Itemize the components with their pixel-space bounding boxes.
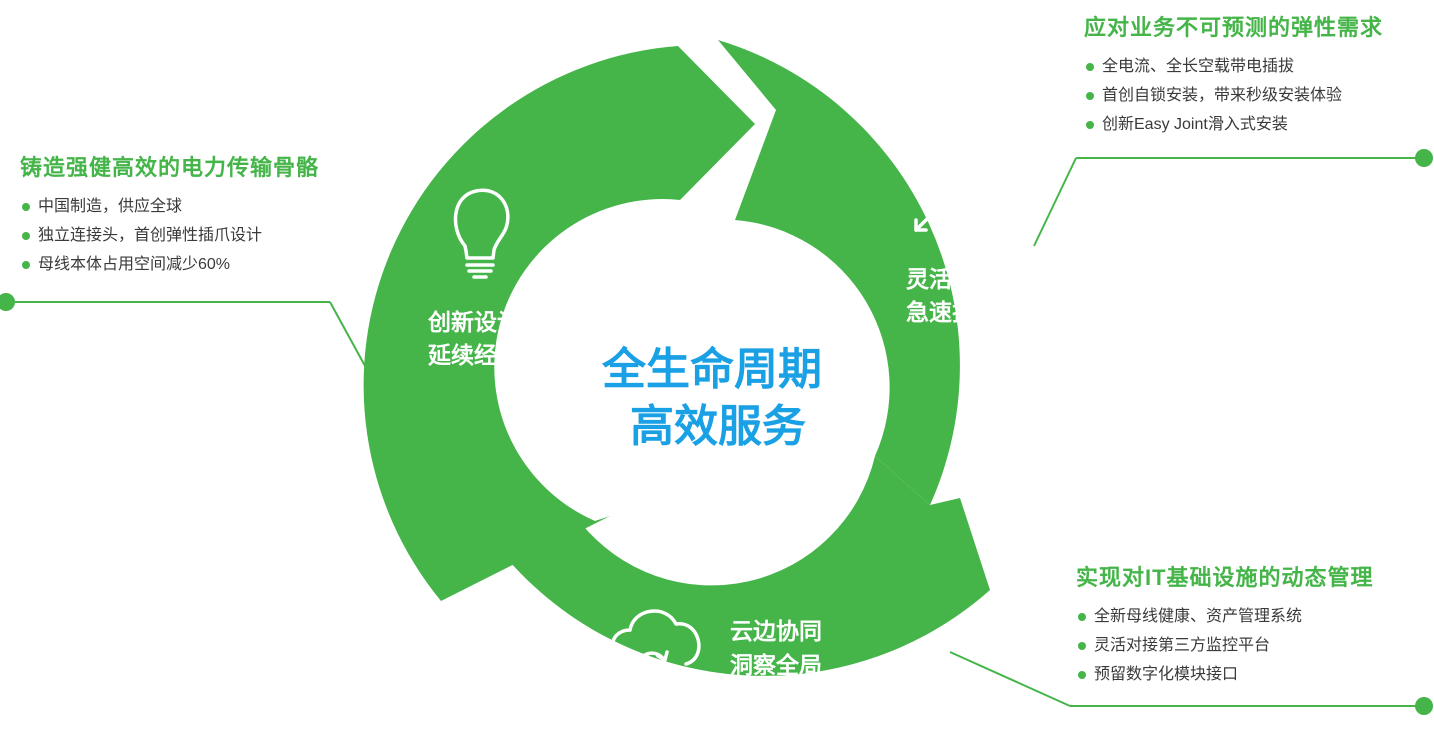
connector-dot-bottom-right: [1415, 697, 1433, 715]
center-title-line1: 全生命周期: [601, 344, 822, 394]
list-item: 独立连接头，首创弹性插爪设计: [20, 221, 319, 250]
segment-deploy-line2: 急速扩展: [906, 299, 998, 325]
segment-cloud: [487, 456, 990, 676]
panel-top-right-title: 应对业务不可预测的弹性需求: [1084, 15, 1384, 40]
cloud-sync-icon: [610, 609, 701, 688]
list-item: 预留数字化模块接口: [1076, 660, 1374, 689]
segment-deploy-line1: 灵活部署: [906, 266, 998, 292]
lightbulb-icon: [453, 188, 510, 279]
segment-design: [363, 46, 755, 601]
segment-cloud-line1: 云边协同: [730, 618, 822, 644]
segment-design-line1: 创新设计: [427, 309, 520, 335]
connector-top-right: [1033, 149, 1433, 247]
panel-left: 铸造强健高效的电力传输骨骼 中国制造，供应全球 独立连接头，首创弹性插爪设计 母…: [20, 150, 319, 279]
list-item: 全电流、全长空载带电插拔: [1084, 52, 1383, 81]
connector-dot-left: [0, 293, 15, 311]
list-item: 全新母线健康、资产管理系统: [1076, 602, 1374, 631]
segment-cloud-line2: 洞察全局: [730, 652, 822, 678]
list-item: 创新Easy Joint滑入式安装: [1084, 110, 1383, 139]
panel-bottom-right: 实现对IT基础设施的动态管理 全新母线健康、资产管理系统 灵活对接第三方监控平台…: [1076, 560, 1374, 689]
connector-left: [0, 293, 377, 387]
connector-dot-top-right: [1415, 149, 1433, 167]
segment-deploy: [718, 40, 960, 505]
list-item: 母线本体占用空间减少60%: [20, 250, 319, 279]
list-item: 中国制造，供应全球: [20, 192, 319, 221]
expand-arrows-icon: [914, 176, 972, 232]
panel-left-title: 铸造强健高效的电力传输骨骼: [20, 155, 320, 180]
list-item: 首创自锁安装，带来秒级安装体验: [1084, 81, 1383, 110]
segment-design-line2: 延续经典: [427, 342, 520, 368]
panel-bottom-right-title: 实现对IT基础设施的动态管理: [1076, 565, 1374, 590]
connector-bottom-right: [949, 651, 1433, 715]
list-item: 灵活对接第三方监控平台: [1076, 631, 1374, 660]
center-title-line2: 高效服务: [630, 402, 806, 451]
panel-top-right: 应对业务不可预测的弹性需求 全电流、全长空载带电插拔 首创自锁安装，带来秒级安装…: [1084, 10, 1383, 139]
